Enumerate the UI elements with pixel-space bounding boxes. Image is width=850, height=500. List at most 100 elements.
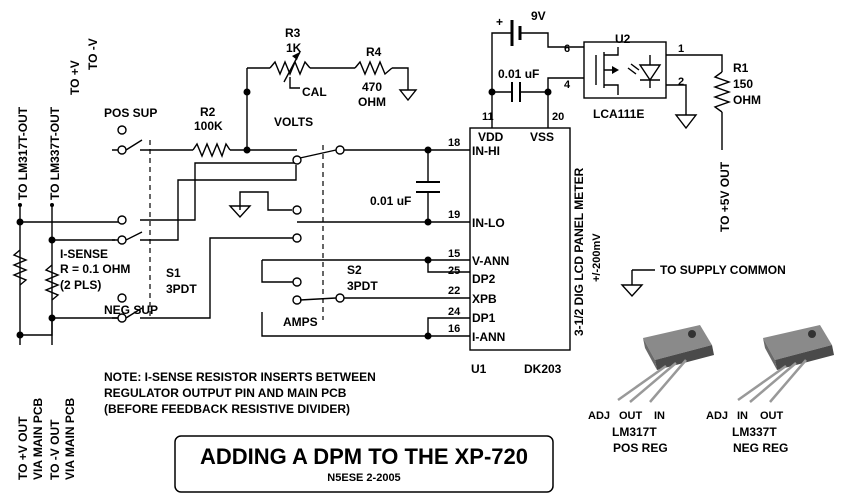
pin-inlo-name: IN-LO bbox=[472, 216, 505, 230]
label-to-5v: TO +5V OUT bbox=[718, 161, 732, 232]
lm337-pin-2: IN bbox=[737, 410, 748, 422]
pin-iann-name: I-ANN bbox=[472, 330, 505, 344]
r3-potentiometer: R3 1K CAL bbox=[269, 26, 327, 99]
pin-dp2-name: DP2 bbox=[472, 272, 496, 286]
label-lm317-out: TO LM317T-OUT bbox=[16, 106, 30, 200]
label-to-pos-v: TO +V bbox=[68, 60, 82, 95]
label-volts: VOLTS bbox=[274, 115, 313, 129]
r1-ref: R1 bbox=[733, 61, 749, 75]
title-credit: N5ESE 2-2005 bbox=[327, 472, 400, 484]
r4-unit: OHM bbox=[358, 95, 386, 109]
r2-resistor: R2 100K bbox=[192, 105, 231, 158]
lm337-part: LM337T bbox=[732, 425, 777, 439]
note-line-3: (BEFORE FEEDBACK RESISTIVE DIVIDER) bbox=[104, 402, 350, 416]
pin-vann-num: 15 bbox=[448, 248, 460, 260]
label-to-common: TO SUPPLY COMMON bbox=[660, 263, 786, 277]
lm317-part: LM317T bbox=[612, 425, 657, 439]
battery-voltage: 9V bbox=[531, 9, 546, 23]
cap-top-value: 0.01 uF bbox=[498, 67, 539, 81]
cap-input-value: 0.01 uF bbox=[370, 194, 411, 208]
isense-resistors bbox=[12, 249, 60, 301]
lm317-pin-3: IN bbox=[654, 410, 665, 422]
u2-pin2: 2 bbox=[678, 76, 684, 88]
r2-value: 100K bbox=[194, 119, 223, 133]
pin-vdd-num: 11 bbox=[482, 111, 494, 123]
r1-resistor: R1 150 OHM bbox=[712, 61, 761, 113]
ground-symbols bbox=[228, 89, 698, 298]
label-to-neg-v: TO -V bbox=[86, 38, 100, 70]
label-isense-r: R = 0.1 OHM bbox=[60, 262, 130, 276]
battery-9v: + 9V bbox=[496, 9, 546, 46]
s1-switch bbox=[112, 125, 143, 323]
pin-iann-num: 16 bbox=[448, 323, 460, 335]
lm337-pin-1: ADJ bbox=[706, 410, 728, 422]
s2-type: 3PDT bbox=[347, 279, 378, 293]
r3-value: 1K bbox=[286, 41, 302, 55]
pin-vss-num: 20 bbox=[552, 111, 564, 123]
meter-range: +/-200mV bbox=[591, 233, 603, 282]
u2-pin1: 1 bbox=[678, 43, 684, 55]
label-pcb-neg-2: VIA MAIN PCB bbox=[63, 397, 77, 480]
meter-ref: U1 bbox=[471, 362, 487, 376]
u2-pin4: 4 bbox=[564, 79, 571, 91]
r2-ref: R2 bbox=[200, 105, 216, 119]
cap-top: 0.01 uF bbox=[498, 67, 539, 102]
meter-part: DK203 bbox=[524, 362, 562, 376]
label-pos-sup: POS SUP bbox=[104, 106, 157, 120]
circuit-labels: TO +V TO -V POS SUP VOLTS TO LM317T-OUT … bbox=[16, 38, 786, 480]
pin-inlo-num: 19 bbox=[448, 209, 460, 221]
r1-value: 150 bbox=[733, 77, 753, 91]
battery-polarity: + bbox=[496, 15, 503, 29]
lm317-pin-1: ADJ bbox=[588, 410, 610, 422]
label-pcb-neg-1: TO -V OUT bbox=[48, 419, 62, 480]
label-pcb-pos-1: TO +V OUT bbox=[16, 416, 30, 480]
s2-ref: S2 bbox=[347, 263, 362, 277]
lm317-kind: POS REG bbox=[613, 441, 668, 455]
r1-unit: OHM bbox=[733, 93, 761, 107]
pin-inhi-num: 18 bbox=[448, 137, 460, 149]
s1-type: 3PDT bbox=[166, 282, 197, 296]
regulator-lm337: ADJ IN OUT LM337T NEG REG bbox=[706, 325, 834, 455]
lm337-pin-3: OUT bbox=[760, 410, 784, 422]
pin-vdd-name: VDD bbox=[478, 130, 504, 144]
r4-resistor: R4 470 OHM bbox=[354, 45, 393, 109]
lm337-kind: NEG REG bbox=[733, 441, 788, 455]
s2-switch bbox=[292, 145, 345, 305]
cap-input: 0.01 uF bbox=[370, 181, 440, 208]
r4-ref: R4 bbox=[366, 45, 382, 59]
label-isense: I-SENSE bbox=[60, 247, 108, 261]
pin-xpb-name: XPB bbox=[472, 292, 497, 306]
label-neg-sup: NEG SUP bbox=[104, 303, 158, 317]
pin-dp1-name: DP1 bbox=[472, 311, 496, 325]
label-pcb-pos-2: VIA MAIN PCB bbox=[31, 397, 45, 480]
regulator-lm317: ADJ OUT IN LM317T POS REG bbox=[588, 325, 714, 455]
r4-value: 470 bbox=[362, 80, 382, 94]
u2-part: LCA111E bbox=[593, 107, 644, 121]
label-lm337-out: TO LM337T-OUT bbox=[48, 106, 62, 200]
pin-dp1-num: 24 bbox=[448, 306, 461, 318]
pin-xpb-num: 22 bbox=[448, 285, 460, 297]
r3-cal: CAL bbox=[302, 85, 327, 99]
u1-panel-meter: VDD VSS 11 20 IN-HI 18 IN-LO 19 V-ANN 15… bbox=[448, 111, 603, 376]
u2-pin6: 6 bbox=[564, 43, 570, 55]
meter-desc: 3-1/2 DIG LCD PANEL METER bbox=[572, 167, 586, 336]
note-block: NOTE: I-SENSE RESISTOR INSERTS BETWEEN R… bbox=[104, 370, 376, 416]
pin-inhi-name: IN-HI bbox=[472, 144, 500, 158]
pin-vann-name: V-ANN bbox=[472, 254, 509, 268]
r3-ref: R3 bbox=[285, 26, 301, 40]
page-title: ADDING A DPM TO THE XP-720 bbox=[200, 444, 528, 469]
u2-optocoupler: U2 LCA111E 6 4 1 2 bbox=[564, 32, 684, 121]
junction-dots bbox=[16, 88, 552, 340]
note-line-2: REGULATOR OUTPUT PIN AND MAIN PCB bbox=[104, 386, 347, 400]
title-block: ADDING A DPM TO THE XP-720 N5ESE 2-2005 bbox=[174, 435, 554, 493]
lm317-pin-2: OUT bbox=[619, 410, 643, 422]
label-isense-pls: (2 PLS) bbox=[60, 278, 101, 292]
s1-ref: S1 bbox=[166, 266, 181, 280]
note-line-1: NOTE: I-SENSE RESISTOR INSERTS BETWEEN bbox=[104, 370, 376, 384]
u2-ref: U2 bbox=[615, 32, 631, 46]
pin-dp2-num: 25 bbox=[448, 265, 460, 277]
pin-vss-name: VSS bbox=[530, 130, 554, 144]
label-amps: AMPS bbox=[283, 315, 318, 329]
